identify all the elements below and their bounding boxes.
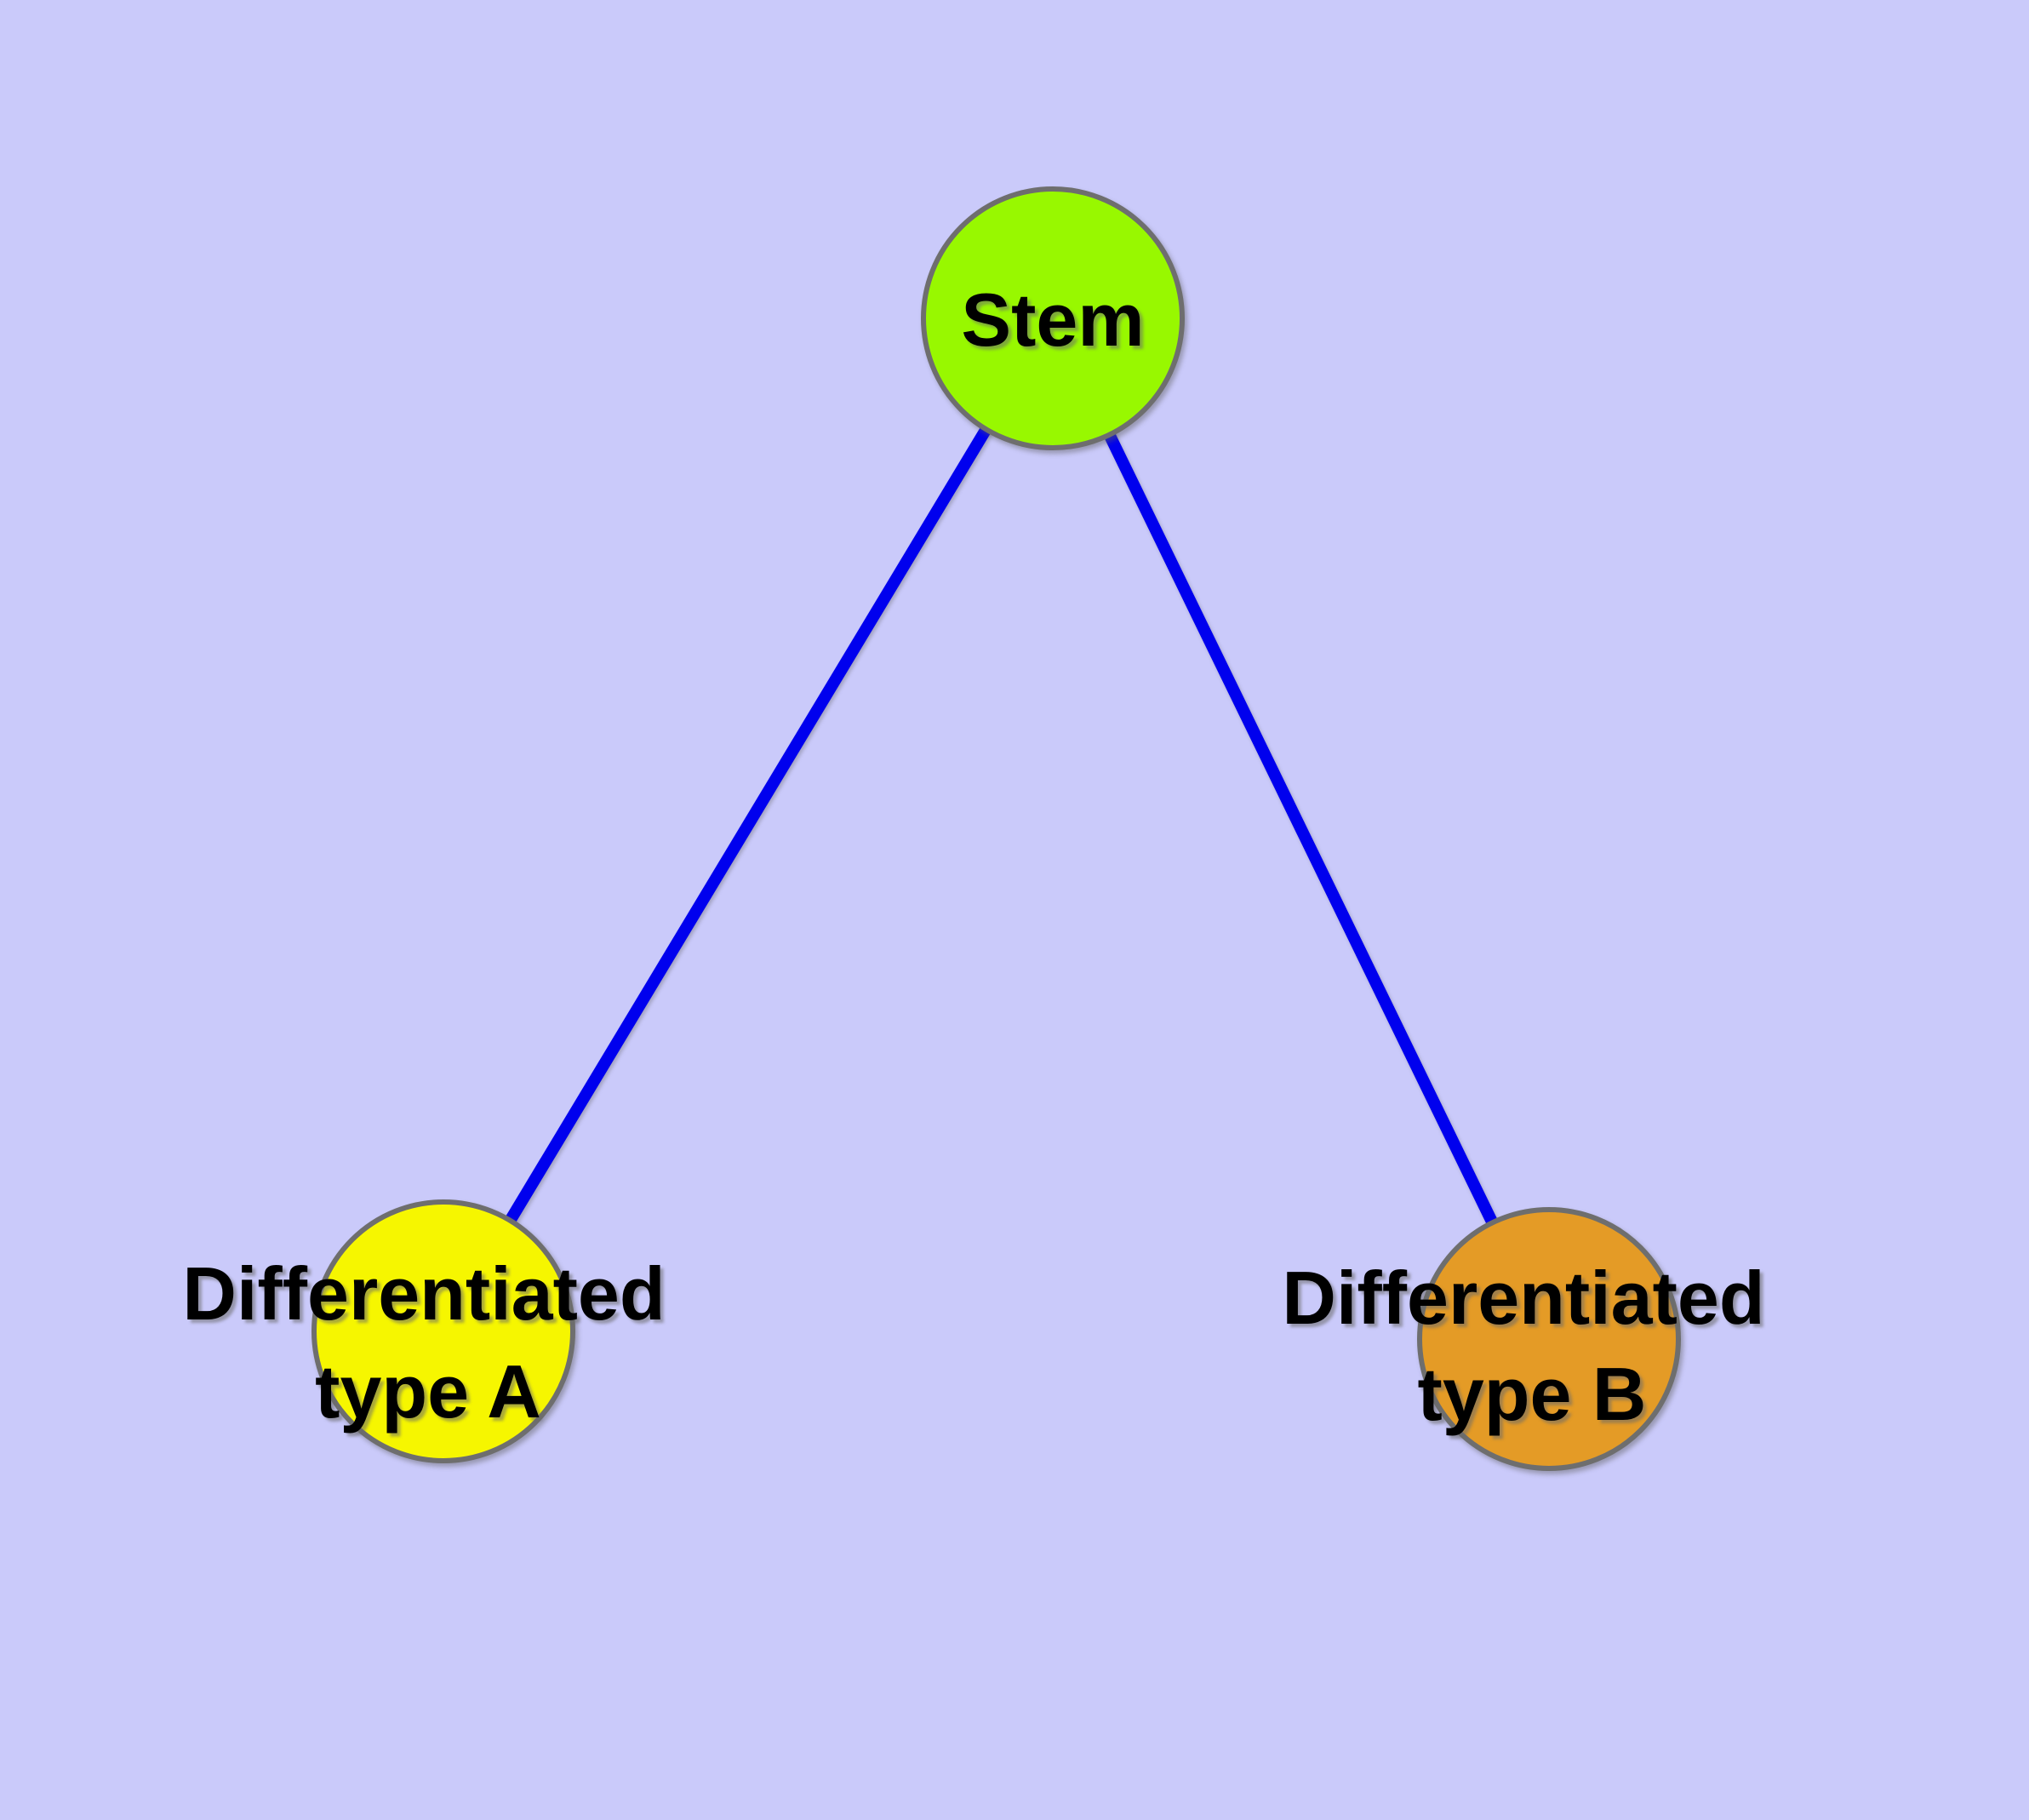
node-stem-label: Stem <box>961 278 1144 362</box>
edge-stem-to-type-b <box>1047 315 1555 1342</box>
node-type-b-label-line1: Differentiated <box>1282 1256 1764 1340</box>
node-type-b-label-line2: type B <box>1418 1352 1647 1436</box>
node-type-b-circle <box>1417 1207 1681 1471</box>
node-stem-circle <box>921 186 1185 450</box>
edge-stem-to-type-a <box>438 315 1058 1335</box>
node-type-a-label-line1: Differentiated <box>182 1251 665 1336</box>
node-type-a-circle <box>311 1199 575 1463</box>
node-type-a-label-line2: type A <box>315 1349 541 1434</box>
